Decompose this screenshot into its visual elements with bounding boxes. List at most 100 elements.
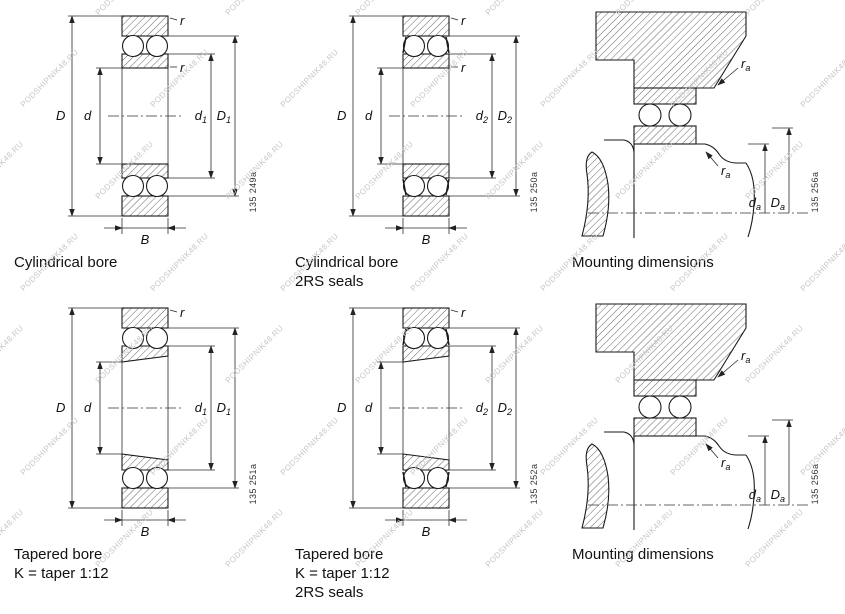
dim-d1: d1 [168, 345, 215, 471]
label-D: D [56, 108, 65, 123]
dim-B: B [104, 510, 186, 539]
shaft-right [696, 143, 755, 238]
caption-line: 2RS seals [295, 584, 364, 601]
dim-d: d [365, 361, 403, 455]
caption-line: Tapered bore [14, 546, 103, 563]
dim-ra-bottom: ra [705, 443, 730, 472]
top-section [402, 15, 450, 69]
dim-ra-bottom: ra [705, 151, 730, 180]
caption-line: 2RS seals [295, 273, 364, 290]
dim-B: B [385, 510, 467, 539]
label-Da: Da [771, 195, 785, 212]
label-ra-top: ra [741, 348, 750, 365]
dim-da: da [748, 143, 769, 213]
caption: Tapered bore K = taper 1:12 2RS seals [295, 545, 557, 602]
label-r-top: r [461, 305, 466, 320]
figure-number: 135 256a [810, 464, 820, 505]
panel-mounting-dimensions-top: ra ra da Da 135 256a Mounting dimensions [572, 6, 842, 272]
mounting-drawing-bottom: ra ra da Da 135 256a [581, 303, 820, 530]
caption-line: Mounting dimensions [572, 254, 714, 271]
caption-line: Cylindrical bore [14, 254, 118, 271]
shaft-shoulder-left [581, 431, 635, 530]
figure-number: 135 250a [529, 172, 539, 213]
dim-ra-top: ra [717, 348, 750, 378]
dim-ra-top: ra [717, 56, 750, 86]
panel-cylindrical-bore-2rs: D d d2 D2 r [295, 6, 557, 291]
label-Da: Da [771, 487, 785, 504]
bottom-section [121, 163, 169, 217]
dim-B: B [104, 218, 186, 247]
dim-da: da [748, 435, 769, 505]
dim-d: d [84, 67, 122, 165]
label-D1: D1 [217, 400, 231, 417]
dim-D: D [56, 307, 122, 509]
caption: Tapered bore K = taper 1:12 [14, 545, 276, 583]
label-da: da [749, 195, 761, 212]
dim-D1: D1 [168, 327, 239, 489]
figure-number: 135 249a [248, 172, 258, 213]
bearing-drawing-tapered-bore-2rs: D d d2 D2 r [337, 305, 539, 539]
label-B: B [422, 524, 431, 539]
top-section [121, 15, 169, 69]
caption-line: Tapered bore [295, 546, 384, 563]
panel-tapered-bore: D d d1 D1 r [14, 298, 276, 583]
label-D: D [337, 108, 346, 123]
label-D2: D2 [498, 400, 512, 417]
figure-number: 135 251a [248, 464, 258, 505]
label-r-top: r [180, 305, 185, 320]
figure-number: 135 252a [529, 464, 539, 505]
bottom-section [402, 163, 450, 217]
dim-r-top: r [169, 13, 185, 28]
top-section [121, 307, 169, 363]
label-r-top: r [180, 13, 185, 28]
dim-D: D [337, 15, 403, 217]
label-D: D [337, 400, 346, 415]
dim-r-bottom: r [170, 60, 185, 75]
bottom-section [121, 453, 169, 509]
caption: Cylindrical bore 2RS seals [295, 253, 557, 291]
dim-D1: D1 [168, 35, 239, 197]
label-r-bottom: r [180, 60, 185, 75]
dim-D2: D2 [449, 35, 520, 197]
caption: Mounting dimensions [572, 253, 842, 272]
mounting-drawing-top: ra ra da Da 135 256a [581, 11, 820, 238]
dim-r-bottom: r [451, 60, 466, 75]
dim-B: B [385, 218, 467, 247]
label-B: B [422, 232, 431, 247]
shaft-right [696, 435, 755, 530]
label-d: d [84, 108, 92, 123]
label-D1: D1 [217, 108, 231, 125]
dim-Da: Da [771, 419, 793, 505]
housing-section [595, 303, 747, 381]
dim-d: d [365, 67, 403, 165]
label-d: d [84, 400, 92, 415]
panel-mounting-dimensions-bottom: ra ra da Da 135 256a Mounting dimensions [572, 298, 842, 564]
bearing-drawing-cylindrical-bore-2rs: D d d2 D2 r [337, 13, 539, 247]
bottom-section [402, 453, 450, 509]
label-da: da [749, 487, 761, 504]
label-d1: d1 [195, 400, 207, 417]
dim-D2: D2 [449, 327, 520, 489]
dim-r-top: r [450, 13, 466, 28]
dim-r-top: r [450, 305, 466, 320]
caption-line: Cylindrical bore [295, 254, 399, 271]
caption-line: K = taper 1:12 [295, 565, 390, 582]
label-B: B [141, 524, 150, 539]
label-D: D [56, 400, 65, 415]
dim-Da: Da [771, 127, 793, 213]
dim-D: D [337, 307, 403, 509]
label-d2: d2 [476, 400, 488, 417]
label-D2: D2 [498, 108, 512, 125]
top-section [402, 307, 450, 363]
bearing-drawing-tapered-bore: D d d1 D1 r [56, 305, 258, 539]
label-B: B [141, 232, 150, 247]
label-d: d [365, 108, 373, 123]
label-r-bottom: r [461, 60, 466, 75]
panel-tapered-bore-2rs: D d d2 D2 r [295, 298, 557, 602]
dim-d2: d2 [449, 53, 496, 179]
dim-d: d [84, 361, 122, 455]
label-d2: d2 [476, 108, 488, 125]
bearing-section [633, 379, 697, 437]
label-ra-top: ra [741, 56, 750, 73]
